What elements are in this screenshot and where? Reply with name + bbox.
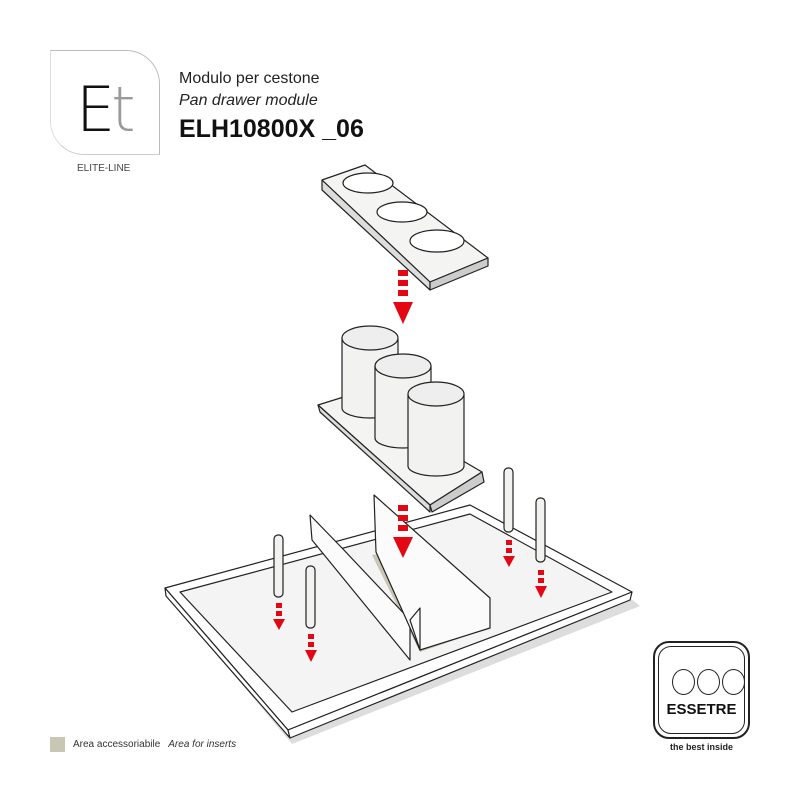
pins <box>273 467 546 629</box>
pan-base <box>317 394 485 513</box>
logo-caption: ELITE-LINE <box>77 163 131 174</box>
arrow-down-icon <box>393 270 413 324</box>
product-code: ELH10800X _06 <box>179 115 364 143</box>
arrow-down-icon <box>305 634 317 662</box>
arrow-down-icon <box>503 540 515 567</box>
logo-frame <box>50 50 160 155</box>
assembly-arrows <box>273 270 547 662</box>
pans <box>341 325 465 477</box>
arrow-down-icon <box>535 570 547 598</box>
arrow-down-icon <box>393 505 413 558</box>
three-circles-icon <box>672 669 745 695</box>
brand-tagline: the best inside <box>669 742 733 752</box>
elite-line-logo: Et <box>76 73 136 146</box>
lid-panel <box>321 164 489 291</box>
arrow-down-icon <box>273 603 285 630</box>
legend: Area accessoriabile Area for inserts <box>50 737 236 752</box>
title-italian: Modulo per cestone <box>179 70 320 87</box>
insert-area-swatch <box>50 737 65 752</box>
title-english: Pan drawer module <box>179 92 318 109</box>
legend-label-it: Area accessoriabile <box>73 739 161 750</box>
brand-name: ESSETRE <box>666 701 737 718</box>
logo-letter-e: E <box>76 73 115 146</box>
essetre-logo-frame: ESSETRE <box>658 646 745 734</box>
dividers <box>309 494 491 661</box>
essetre-logo: ESSETRE <box>653 641 750 739</box>
legend-label-en: Area for inserts <box>168 739 237 750</box>
